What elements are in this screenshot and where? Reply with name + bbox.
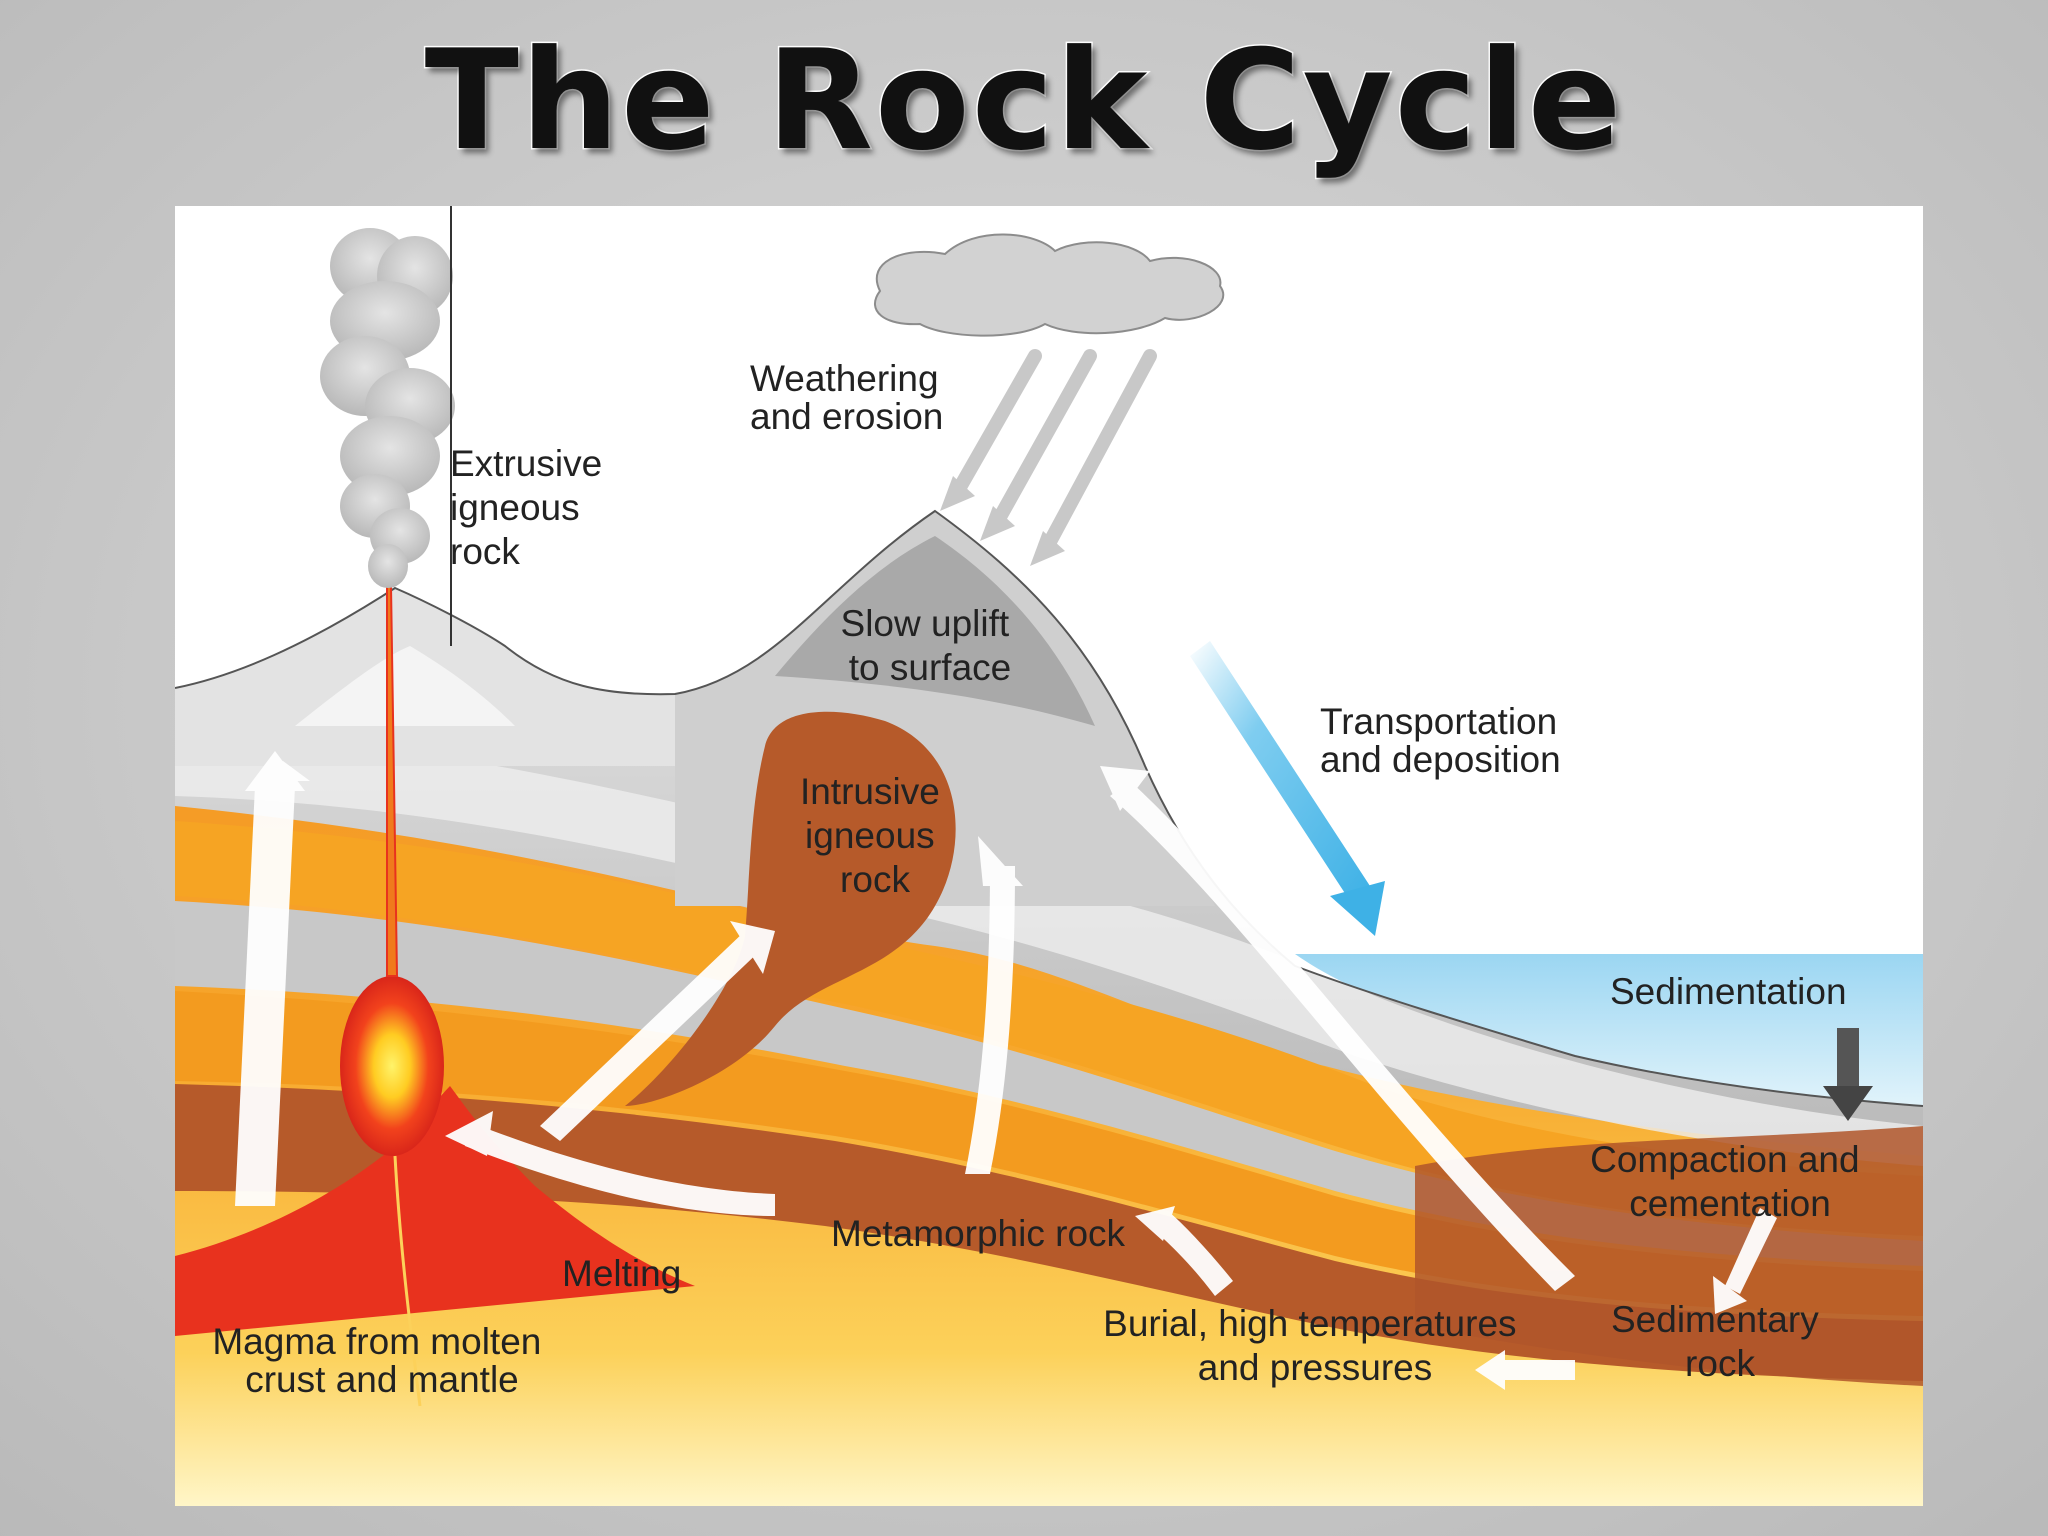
land-surface-line [175, 509, 1923, 1107]
process-arrows [235, 751, 1777, 1390]
label-magma-from-molten-crust-and-mantle: Magma from molten crust and mantle [212, 1321, 551, 1400]
label-weathering-and-erosion: Weathering and erosion [750, 358, 949, 437]
label-melting: Melting [562, 1253, 681, 1294]
sea-water [1295, 954, 1923, 1111]
label-compaction-and-cementation: Compaction and cementation [1590, 1139, 1870, 1224]
label-metamorphic-rock: Metamorphic rock [831, 1213, 1126, 1254]
rock-cycle-diagram: Extrusive igneous rock Weathering and er… [175, 206, 1923, 1506]
transportation-arrow-icon [1190, 641, 1385, 936]
label-extrusive-igneous-rock: Extrusive igneous rock [450, 443, 612, 572]
cloud-icon [874, 233, 1225, 337]
page-title: The Rock Cycle [423, 19, 1624, 183]
volcano-smoke-icon [320, 228, 455, 588]
label-burial-high-temperatures-and-pressures: Burial, high temperatures and pressures [1103, 1303, 1527, 1388]
label-sedimentary-rock: Sedimentary rock [1611, 1299, 1829, 1384]
intrusive-igneous-body [625, 711, 956, 1106]
label-sedimentation: Sedimentation [1610, 971, 1847, 1012]
sedimentation-arrow-icon [1823, 1028, 1873, 1121]
label-intrusive-igneous-rock: Intrusive igneous rock [800, 771, 950, 900]
label-slow-uplift: Slow uplift to surface [841, 603, 1020, 688]
label-transportation-and-deposition: Transportation and deposition [1320, 701, 1567, 780]
weathering-arrows-icon [948, 349, 1157, 558]
magma-chamber [340, 976, 444, 1156]
